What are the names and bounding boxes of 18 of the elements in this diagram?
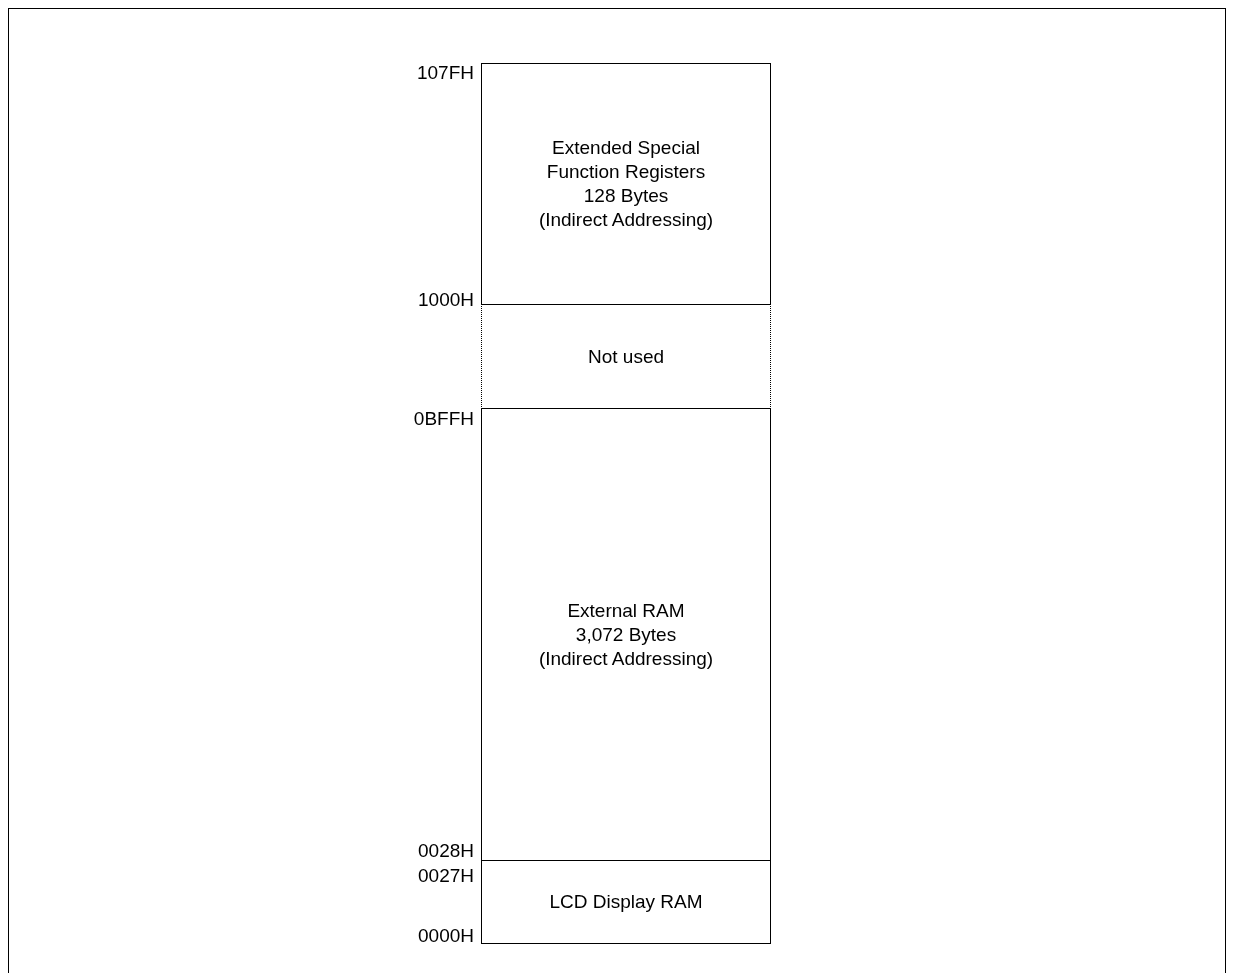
block-title: LCD Display RAM bbox=[549, 890, 703, 914]
block-title: Not used bbox=[587, 344, 664, 369]
block-detail: 3,072 Bytes bbox=[575, 622, 677, 647]
address-label: 0027H bbox=[418, 865, 474, 887]
memory-block bbox=[481, 63, 771, 305]
address-label: 107FH bbox=[416, 62, 474, 84]
memory-block bbox=[481, 860, 771, 944]
block-detail: 128 Bytes bbox=[583, 184, 669, 208]
block-title: Extended Special Function Registers bbox=[545, 136, 707, 184]
address-label: 0028H bbox=[418, 840, 474, 862]
memory-block bbox=[481, 408, 771, 861]
block-detail: (Indirect Addressing) bbox=[538, 646, 714, 671]
address-label: 0BFFH bbox=[413, 408, 474, 430]
address-label: 0000H bbox=[418, 925, 474, 947]
unused-memory-block bbox=[481, 304, 771, 409]
block-detail: (Indirect Addressing) bbox=[538, 208, 714, 232]
block-title: External RAM bbox=[567, 598, 685, 623]
address-label: 1000H bbox=[418, 289, 474, 311]
